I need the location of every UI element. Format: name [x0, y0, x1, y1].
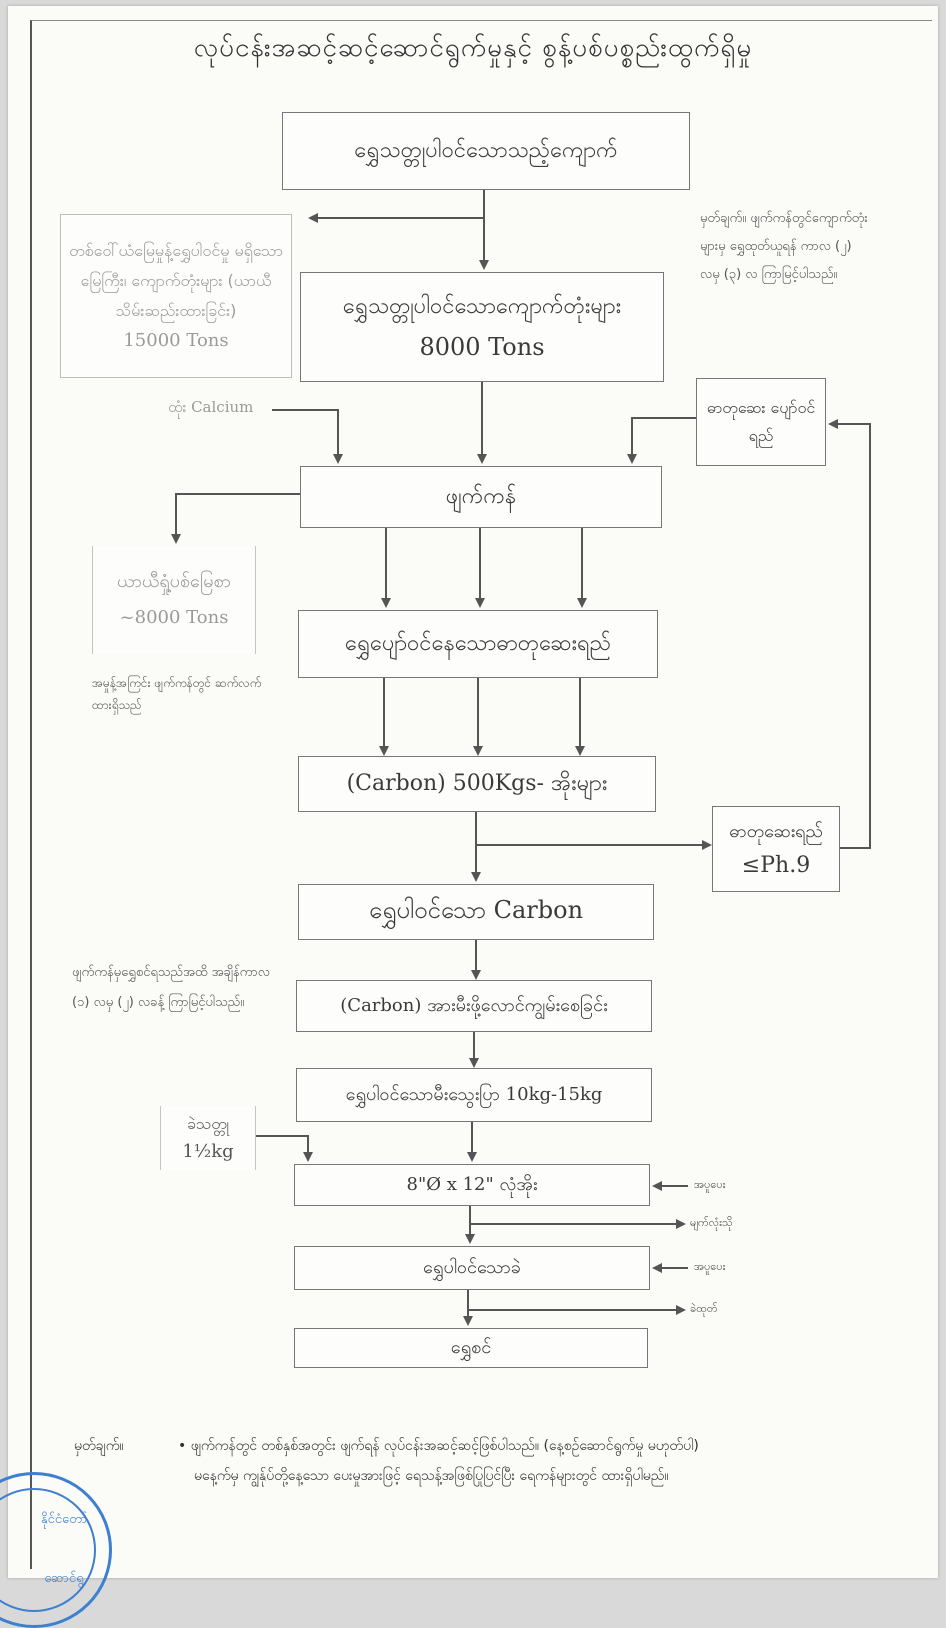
label-heat-in-1: အပူပေး — [694, 1178, 726, 1191]
stamp-line-2: ဆောင်ရွ — [44, 1571, 84, 1586]
box-crushed-ore-label: ရွှေသတ္တုပါဝင်သောကျောက်တုံးများ — [342, 294, 622, 319]
box-gold-lead: ရွှေပါဝင်သောခဲ — [294, 1246, 650, 1290]
label-lead-out: ခဲထုတ် — [690, 1302, 718, 1315]
box-loaded-carbon-label: ရွှေပါဝင်သော Carbon — [368, 896, 584, 924]
box-tailings-label: ယာယီရှုံ့ပစ်မြေစာ — [116, 571, 232, 592]
box-carbon-burn: (Carbon) အားမီးဖို့လောင်ကျွမ်းစေခြင်း — [296, 980, 652, 1032]
box-borax-qty: 1½kg — [182, 1141, 234, 1162]
box-crushed-ore-qty: 8000 Tons — [419, 333, 545, 361]
box-spent-solution-label: ဓာတုဆေးရည် — [729, 821, 823, 842]
calcium-label: ထုံး Calcium — [168, 398, 254, 416]
page-frame — [30, 20, 932, 1569]
official-stamp-inner: နိုင်ငံတော် ဆောင်ရွ — [0, 1488, 96, 1612]
box-borax: ခဲသတ္တု 1½kg — [160, 1106, 256, 1170]
box-borax-label: ခဲသတ္တု — [186, 1114, 230, 1133]
box-recycled-solution-label: ဓာတုဆေး ပျော်ဝင်ရည် — [706, 398, 816, 445]
box-heap: ဖျက်ကန် — [300, 466, 662, 528]
footer-label: မှတ်ချက်။ — [74, 1438, 124, 1454]
note-left-mid: ဖျက်ကန်မှရွှေစင်ရသည်အထိ အချိန်ကာလ (၁) လမ… — [72, 965, 270, 1010]
box-ore-label: ရွှေသတ္တုပါဝင်သောသည့်ကျောက် — [354, 137, 618, 163]
box-gold-ash-label: ရွှေပါဝင်သောမီးသွေးပြာ 10kg-15kg — [345, 1083, 603, 1105]
footer-bullet: • — [178, 1438, 191, 1454]
box-heap-label: ဖျက်ကန် — [445, 483, 517, 509]
box-gold-lead-label: ရွှေပါဝင်သောခဲ — [423, 1256, 521, 1278]
box-pregnant-solution-label: ရွှေပျော်ဝင်နေသောဓာတုဆေးရည် — [345, 630, 611, 656]
box-carbon-burn-label: (Carbon) အားမီးဖို့လောင်ကျွမ်းစေခြင်း — [340, 994, 608, 1016]
footer-line-1: • ဖျက်ကန်တွင် တစ်နှစ်အတွင်း ဖျက်ရန် လုပ်… — [178, 1436, 928, 1457]
label-slag-out: မျက်လုံးသို — [690, 1216, 733, 1229]
box-ore: ရွှေသတ္တုပါဝင်သောသည့်ကျောက် — [282, 112, 690, 190]
footer-line-2: မနေ့က်မှ ကျွန်ုပ်တို့နေ့သော ပေးမှုအားဖြင… — [194, 1468, 669, 1484]
arrow-spent-to-recycled — [828, 419, 871, 849]
box-crucible-label: 8"Ø x 12" လုံအိုး — [406, 1173, 538, 1195]
arrow-calcium-to-heap — [272, 409, 343, 464]
arrow-borax-to-crucible — [256, 1135, 313, 1162]
box-pure-gold: ရွှေစင် — [294, 1328, 648, 1368]
box-crucible: 8"Ø x 12" လုံအိုး — [294, 1164, 650, 1206]
arrow-heap-to-tailings — [171, 493, 302, 544]
diagram-title: လုပ်ငန်းအဆင့်ဆင့်ဆောင်ရွက်မှုနှင့် စွန့်… — [193, 33, 753, 63]
box-gold-ash: ရွှေပါဝင်သောမီးသွေးပြာ 10kg-15kg — [296, 1068, 652, 1122]
arrow-recycled-to-heap — [627, 417, 698, 464]
box-loaded-carbon: ရွှေပါဝင်သော Carbon — [298, 884, 654, 940]
stamp-line-1: နိုင်ငံတော် — [40, 1512, 88, 1527]
footer-line-1-text: ဖျက်ကန်တွင် တစ်နှစ်အတွင်း ဖျက်ရန် လုပ်ငန… — [190, 1438, 699, 1454]
box-crushed-ore: ရွှေသတ္တုပါဝင်သောကျောက်တုံးများ 8000 Ton… — [300, 272, 664, 382]
note-tailings: အမှုန့်အကြင်း ဖျက်ကန်တွင် ဆက်လက်ထားရှိသည… — [92, 676, 262, 712]
box-waste-rock-label: တစ်ဝေါ်ယံမြေမှုန့်ရွှေပါဝင်မှု မရှိသောမြ… — [69, 241, 283, 320]
box-carbon-tanks-label: (Carbon) 500Kgs- အိုးများ — [346, 770, 608, 796]
box-recycled-solution: ဓာတုဆေး ပျော်ဝင်ရည် — [696, 378, 826, 466]
box-carbon-tanks: (Carbon) 500Kgs- အိုးများ — [298, 756, 656, 812]
box-tailings: ယာယီရှုံ့ပစ်မြေစာ ~8000 Tons — [92, 546, 256, 654]
box-waste-rock-qty: 15000 Tons — [123, 330, 229, 351]
label-heat-in-2: အပူပေး — [694, 1260, 726, 1273]
box-waste-rock: တစ်ဝေါ်ယံမြေမှုန့်ရွှေပါဝင်မှု မရှိသောမြ… — [60, 214, 292, 378]
box-spent-solution: ဓာတုဆေးရည် ≤Ph.9 — [712, 806, 840, 892]
box-spent-solution-ph: ≤Ph.9 — [741, 853, 811, 878]
box-pregnant-solution: ရွှေပျော်ဝင်နေသောဓာတုဆေးရည် — [298, 610, 658, 678]
note-top-right: မှတ်ချက်။ ဖျက်ကန်တွင်ကျောက်တုံးများမှ ရွ… — [700, 211, 868, 282]
box-pure-gold-label: ရွှေစင် — [450, 1336, 492, 1358]
box-tailings-qty: ~8000 Tons — [119, 607, 229, 628]
flow-connectors — [171, 190, 871, 1326]
